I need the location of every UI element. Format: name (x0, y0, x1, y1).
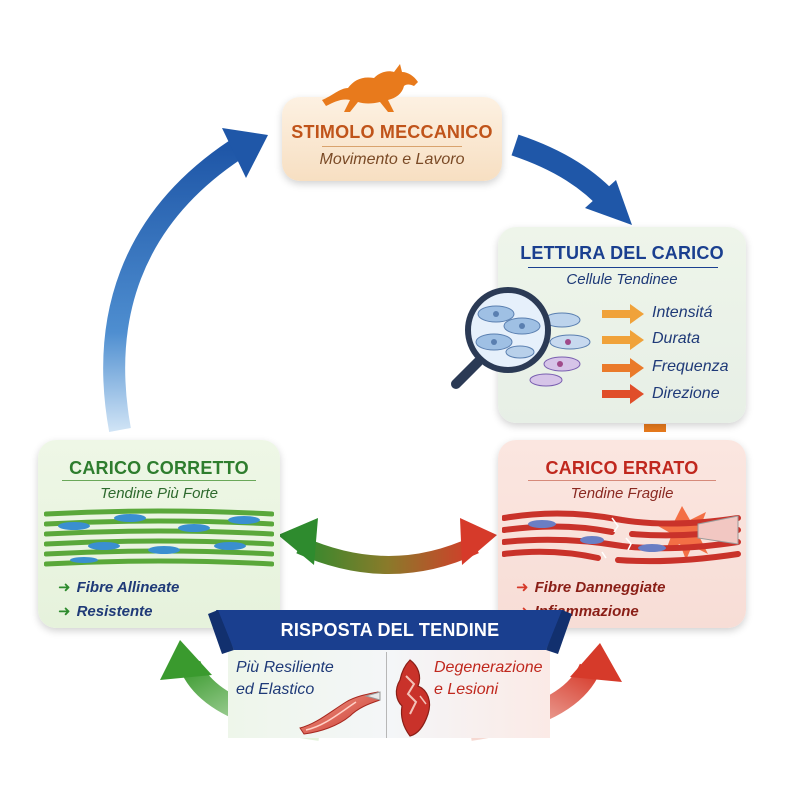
risposta-positive-line2: ed Elastico (236, 681, 315, 698)
parameter-arrows (602, 304, 644, 404)
stimolo-box: STIMOLO MECCANICO Movimento e Lavoro (282, 97, 502, 181)
arrow-right-icon: ➜ (516, 579, 529, 596)
arrow-left-blue (103, 140, 242, 432)
parameter-direzione: Direzione (652, 385, 720, 402)
arrow-right-icon: ➜ (58, 579, 71, 596)
arrow-bottom-red-head (570, 643, 622, 682)
parameter-durata: Durata (652, 330, 701, 347)
corretto-bullet-2: ➜ Resistente (58, 602, 152, 620)
arrow-double-right-head (460, 518, 497, 565)
magnifier-icon (451, 287, 591, 389)
aligned-fibres-illustration (44, 508, 274, 567)
damaged-muscle-icon (395, 659, 431, 737)
arrow-right-icon: ➜ (58, 603, 71, 620)
connector-orange (644, 424, 666, 432)
corretto-bullet-1: ➜ Fibre Allineate (58, 578, 179, 596)
risposta-title: RISPOSTA DEL TENDINE (280, 620, 500, 640)
muscle-icon (299, 691, 381, 735)
arrow-right-head (585, 180, 632, 225)
errato-subtitle: Tendine Fragile (570, 485, 674, 502)
risposta-positive: Più Resiliente ed Elastico (236, 657, 334, 701)
risposta-positive-line1: Più Resiliente (236, 659, 334, 676)
arrow-left-head (222, 128, 268, 178)
damaged-fibres-illustration (502, 506, 741, 565)
errato-title: CARICO ERRATO (545, 458, 699, 478)
errato-bullet-1-label: Fibre Danneggiate (534, 579, 666, 596)
parameter-intensita: Intensitá (652, 304, 713, 321)
lettura-subtitle: Cellule Tendinee (566, 271, 678, 288)
corretto-subtitle: Tendine Più Forte (100, 485, 218, 502)
arrow-bottom-green-head (160, 640, 212, 680)
stimolo-divider (322, 146, 462, 147)
lettura-title: LETTURA DEL CARICO (520, 243, 724, 263)
risposta-negative-line1: Degenerazione (434, 659, 543, 676)
stimolo-title: STIMOLO MECCANICO (291, 122, 493, 142)
risposta-divider (386, 652, 387, 738)
corretto-bullet-2-label: Resistente (76, 603, 153, 620)
parameter-frequenza: Frequenza (652, 358, 729, 375)
arrow-double-middle (296, 536, 479, 574)
arrow-double-left-head (278, 518, 318, 565)
risposta-banner (208, 610, 572, 654)
corretto-bullet-1-label: Fibre Allineate (76, 579, 180, 596)
horse-icon (322, 64, 418, 112)
risposta-negative-line2: e Lesioni (434, 681, 499, 698)
corretto-title: CARICO CORRETTO (69, 458, 249, 478)
lettura-divider (528, 267, 718, 268)
risposta-panel (228, 650, 550, 738)
stimolo-subtitle: Movimento e Lavoro (319, 151, 465, 168)
errato-bullet-1: ➜ Fibre Danneggiate (516, 578, 665, 596)
errato-divider (528, 480, 716, 481)
corretto-divider (62, 480, 256, 481)
arrow-right-blue (511, 134, 621, 213)
risposta-negative: Degenerazione e Lesioni (434, 657, 543, 701)
